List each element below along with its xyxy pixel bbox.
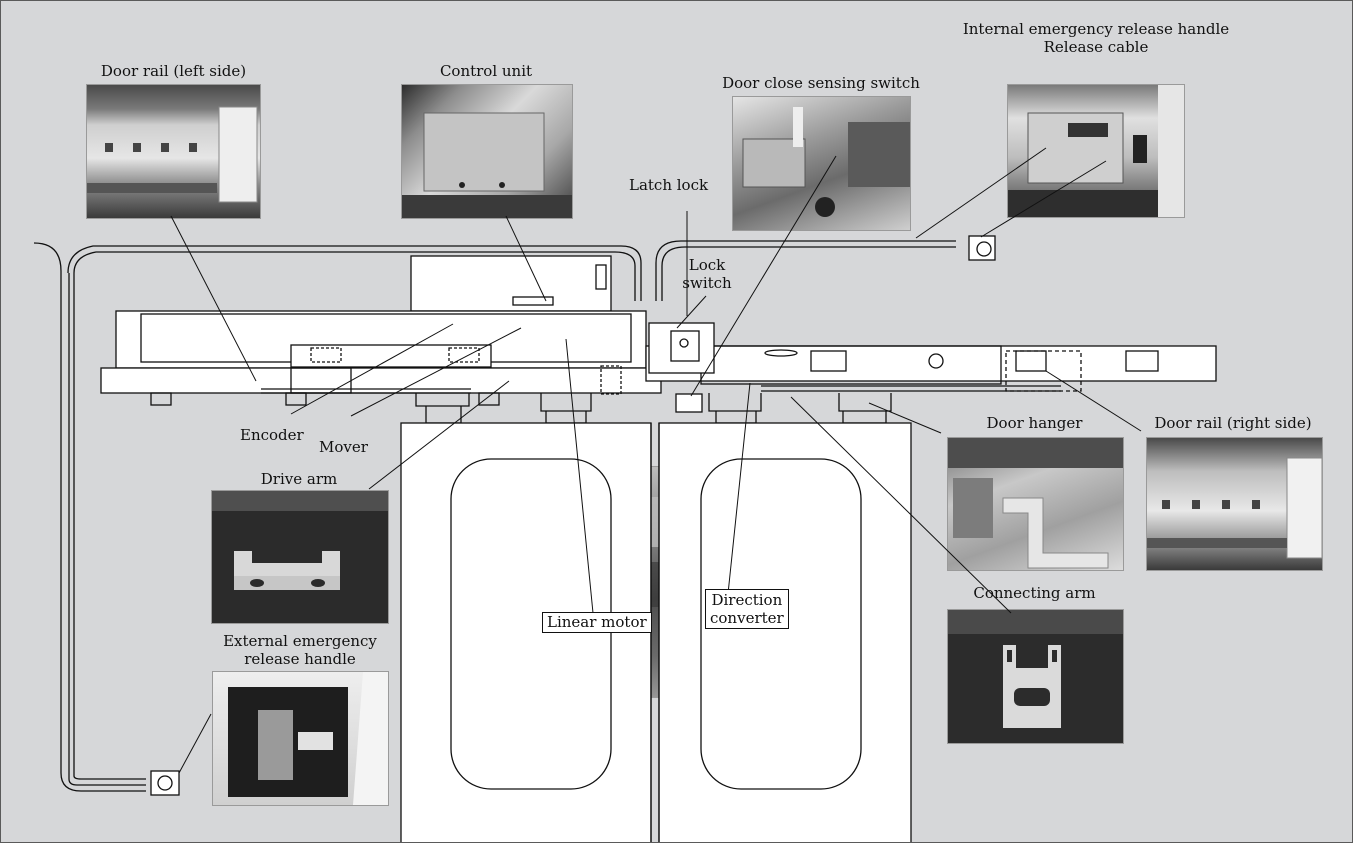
label-release-cable: Release cable bbox=[1043, 38, 1149, 56]
photo-door-rail-left bbox=[86, 84, 261, 219]
photo-external-release-handle bbox=[212, 671, 389, 806]
photo-door-rail-right bbox=[1146, 437, 1323, 571]
label-door-rail-left: Door rail (left side) bbox=[100, 62, 247, 80]
label-encoder: Encoder bbox=[240, 426, 304, 444]
label-external-release-line2: release handle bbox=[244, 650, 356, 668]
label-latch-lock: Latch lock bbox=[629, 176, 709, 194]
label-door-hanger: Door hanger bbox=[986, 414, 1083, 432]
label-linear-motor: Linear motor bbox=[542, 612, 652, 633]
label-door-close-sensing-switch: Door close sensing switch bbox=[722, 74, 920, 92]
label-direction-converter-line2: converter bbox=[710, 609, 784, 627]
photo-connecting-arm bbox=[947, 609, 1124, 744]
label-lock-switch-line1: Lock bbox=[688, 256, 726, 274]
label-connecting-arm: Connecting arm bbox=[973, 584, 1096, 602]
label-internal-release-handle: Internal emergency release handle bbox=[962, 20, 1230, 38]
photo-control-unit bbox=[401, 84, 573, 219]
label-mover: Mover bbox=[319, 438, 368, 456]
photo-drive-arm bbox=[211, 490, 389, 624]
photo-internal-release-handle bbox=[1007, 84, 1185, 218]
photo-door-hanger bbox=[947, 437, 1124, 571]
label-external-release-line1: External emergency bbox=[223, 632, 377, 650]
label-direction-converter-line1: Direction bbox=[711, 591, 783, 609]
label-control-unit: Control unit bbox=[439, 62, 533, 80]
label-drive-arm: Drive arm bbox=[260, 470, 338, 488]
label-door-rail-right: Door rail (right side) bbox=[1154, 414, 1312, 432]
label-direction-converter: Direction converter bbox=[705, 589, 789, 629]
label-lock-switch-line2: switch bbox=[682, 274, 732, 292]
photo-door-close-sensing-switch bbox=[732, 96, 911, 231]
